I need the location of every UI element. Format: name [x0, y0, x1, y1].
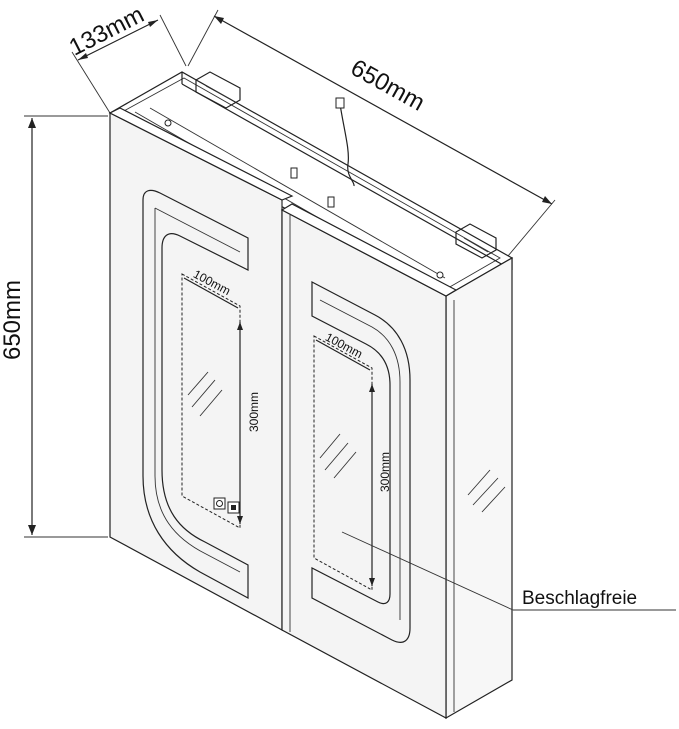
height-label: 650mm	[0, 280, 26, 360]
top-fixtures	[164, 119, 444, 279]
left-window-height-label: 300mm	[247, 392, 261, 432]
left-door: 100mm 300mm	[108, 107, 294, 632]
cabinet-body	[108, 71, 514, 720]
light-icon	[231, 505, 236, 510]
height-dimension: 650mm	[0, 115, 108, 538]
width-label: 650mm	[346, 54, 429, 116]
power-cable	[335, 97, 355, 187]
left-door-reflection	[187, 371, 223, 417]
right-door-reflection	[319, 433, 357, 479]
right-door: 100mm 300mm	[280, 203, 458, 720]
touch-switches	[213, 497, 240, 514]
callout-label: Beschlagfreie	[522, 588, 637, 609]
right-window-height-label: 300mm	[378, 452, 392, 492]
mounting-bracket-right	[455, 223, 497, 259]
anti-fog-callout: Beschlagfreie	[341, 531, 676, 611]
depth-label: 133mm	[65, 1, 149, 61]
mounting-bracket-left	[195, 71, 241, 109]
power-icon	[216, 500, 223, 507]
side-mirror-reflection	[467, 469, 506, 513]
